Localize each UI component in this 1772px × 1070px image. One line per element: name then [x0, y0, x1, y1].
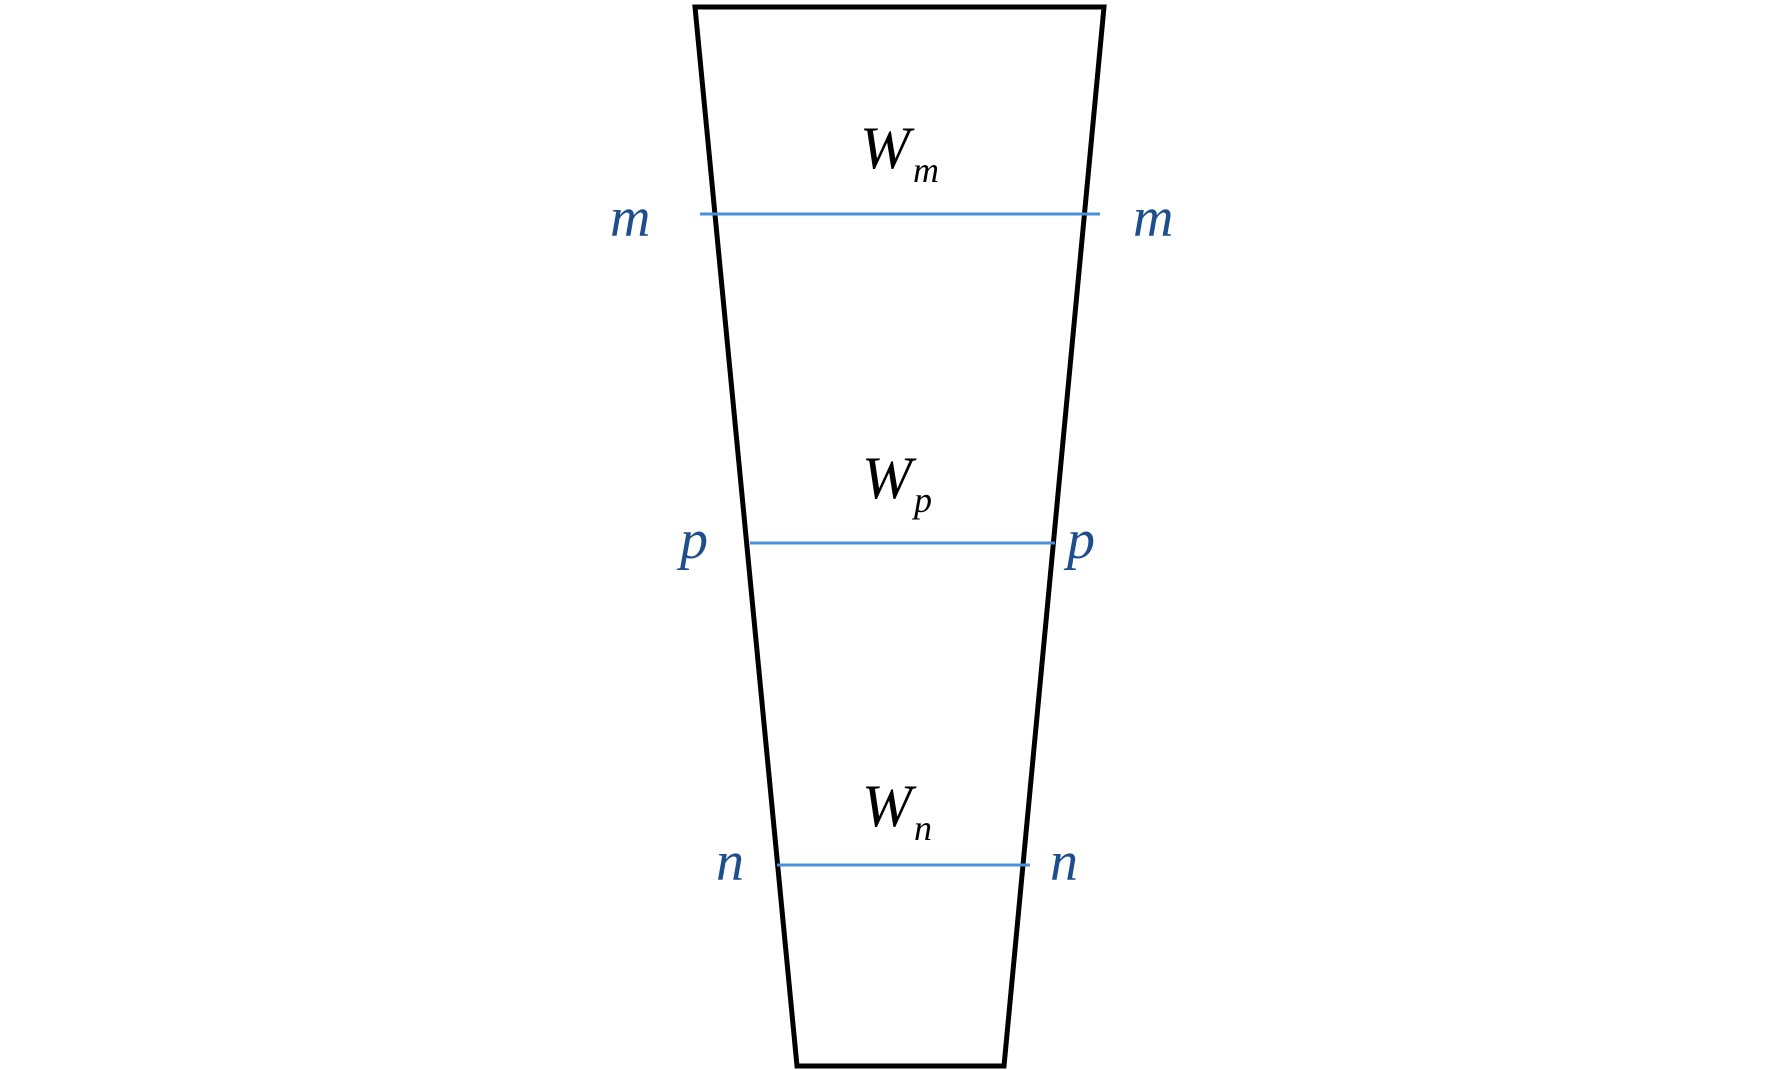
- section-n-left-label: n: [716, 831, 744, 893]
- tapered-outline: [692, 4, 1107, 1069]
- weight-subscript-m: m: [913, 150, 939, 190]
- weight-subscript-n: n: [914, 808, 932, 848]
- weight-subscript-p: p: [911, 480, 932, 520]
- weight-label-m: W m: [860, 115, 939, 190]
- weight-label-p: W p: [862, 445, 932, 520]
- section-n-right-label: n: [1050, 831, 1078, 893]
- section-m-left-label: m: [610, 187, 650, 249]
- weight-symbol-n: W: [862, 773, 917, 839]
- section-p-left-label: p: [676, 509, 708, 571]
- section-p-right-label: p: [1063, 509, 1095, 571]
- weight-label-n: W n: [862, 773, 932, 848]
- weight-symbol-m: W: [860, 115, 915, 181]
- section-m-right-label: m: [1133, 187, 1173, 249]
- weight-symbol-p: W: [862, 445, 917, 511]
